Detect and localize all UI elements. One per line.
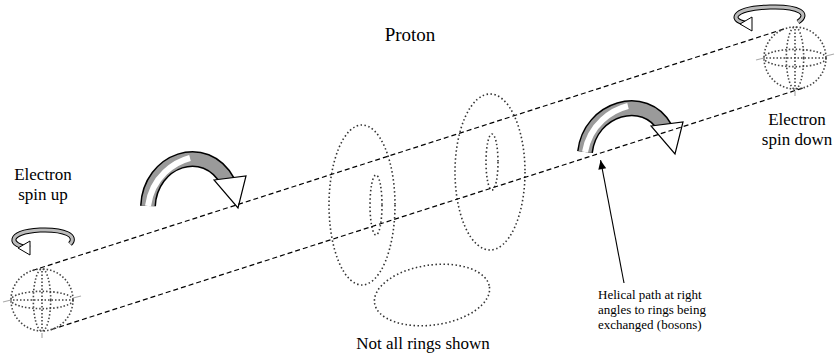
boson-ring [486,134,498,190]
part-label: Proton [350,24,470,46]
boson-ring [455,94,525,250]
electron-sphere: Electron spin down [762,25,828,91]
rotation-arrow [148,158,246,208]
boson-ring [329,125,395,285]
boson-ring [370,257,493,333]
leader-head [598,160,606,170]
callout-note: Helical path at right angles to rings be… [598,288,728,333]
leader-line [601,160,624,283]
rotation-arrow [585,106,683,154]
part-label: Not all rings shown [318,334,528,354]
helical-path [33,28,786,270]
sphere-outline [762,25,828,91]
electron-label: Electron spin up [3,165,83,204]
electron-sphere: Electron spin up [9,267,75,333]
electron-label: Electron spin down [758,110,836,149]
spin-arrow [14,230,72,255]
sphere-outline [9,267,75,333]
